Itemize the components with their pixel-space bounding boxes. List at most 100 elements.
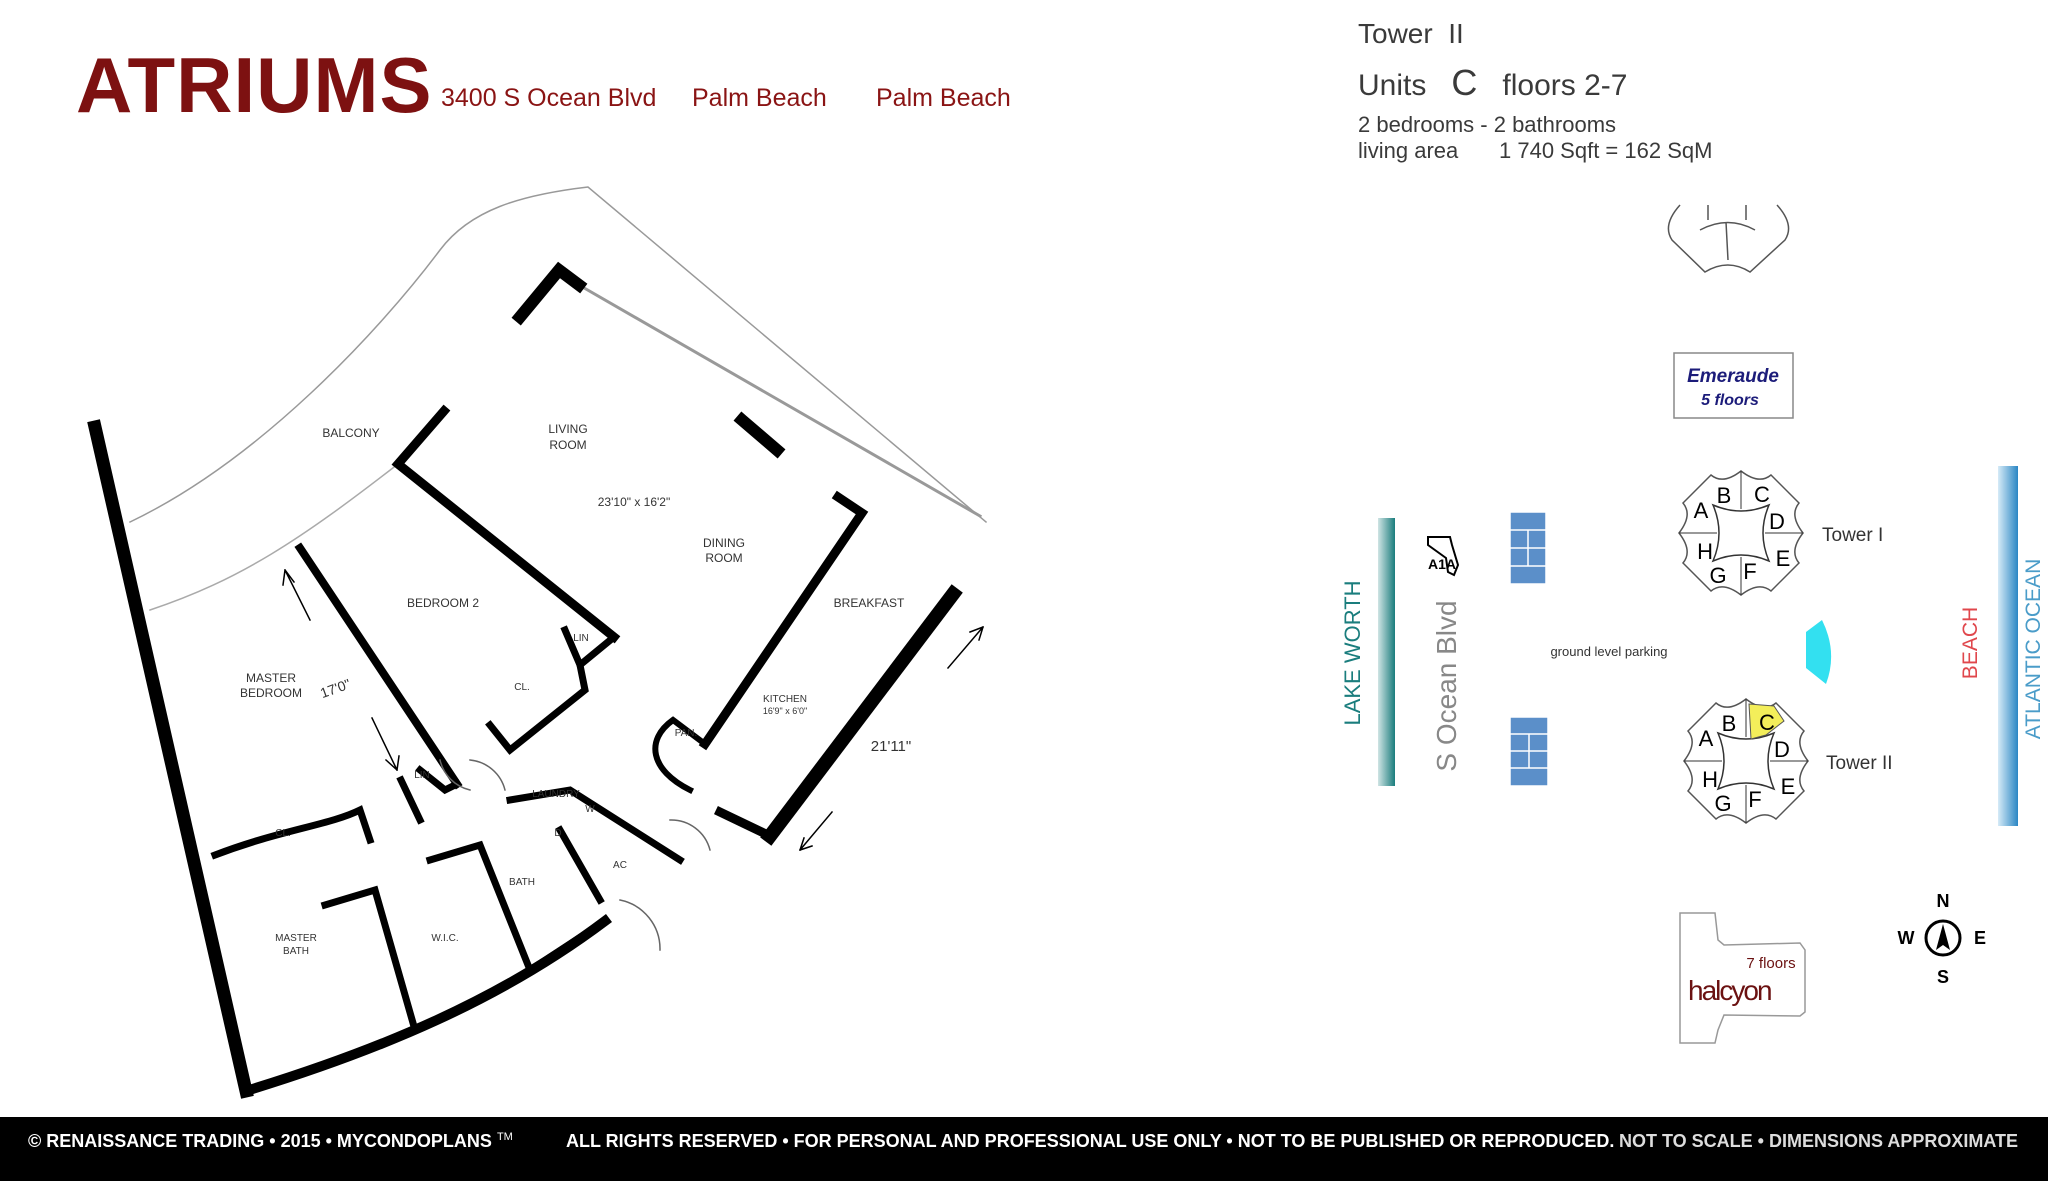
building-title: ATRIUMS	[76, 41, 433, 129]
living-label-2: ROOM	[549, 438, 586, 452]
footer-disclaimer: NOT TO SCALE • DIMENSIONS APPROXIMATE	[1619, 1131, 2018, 1151]
unit-f: F	[1743, 559, 1756, 584]
master-dimension: 17'0"	[318, 675, 353, 701]
emeraude-box	[1673, 352, 1794, 419]
balcony-label: BALCONY	[322, 426, 379, 440]
unit-a: A	[1694, 498, 1709, 523]
bath-label: BATH	[509, 877, 535, 888]
unit-h: H	[1702, 767, 1718, 792]
emeraude-label: Emeraude	[1687, 366, 1779, 387]
balcony-outline	[129, 186, 988, 524]
bedroom2-label: BEDROOM 2	[407, 596, 479, 610]
halcyon-floors: 7 floors	[1746, 955, 1795, 972]
unit-b: B	[1717, 483, 1732, 508]
trademark: TM	[496, 1131, 513, 1143]
unit-b: B	[1722, 711, 1737, 736]
master-bedroom-label: MASTER	[246, 671, 296, 685]
door-swings	[439, 759, 711, 951]
highlighted-unit-c	[1748, 703, 1785, 740]
halcyon-logo: halcyon	[1688, 975, 1771, 1006]
tennis-court-2	[1509, 716, 1549, 787]
emeraude-floors: 5 floors	[1701, 392, 1759, 409]
tower-1: A B C D E F G H	[1678, 470, 1804, 596]
master-bedroom-label-2: BEDROOM	[240, 686, 302, 700]
living-area-label: living area	[1358, 138, 1459, 163]
compass-e: E	[1974, 928, 1986, 948]
closet-label: CL.	[514, 682, 530, 693]
footer: © RENAISSANCE TRADING • 2015 • MYCONDOPL…	[0, 1117, 2048, 1181]
compass-n: N	[1937, 891, 1950, 911]
unit-d: D	[1774, 737, 1790, 762]
walls	[87, 261, 963, 1099]
pantry-label: PAN.	[675, 728, 698, 739]
pool	[1806, 620, 1832, 684]
balcony-inner	[149, 462, 400, 611]
footer-rights: ALL RIGHTS RESERVED • FOR PERSONAL AND P…	[566, 1131, 1615, 1151]
site-map: LAKE WORTH A1A S Ocean Blvd ground level…	[1340, 204, 2045, 1044]
closet-label-2: CL.	[275, 828, 291, 839]
ac-label: AC	[613, 860, 627, 871]
kitchen-label: KITCHEN	[763, 694, 807, 705]
unit-g: G	[1714, 791, 1731, 816]
window-line	[576, 282, 983, 519]
laundry-label: LAUNDRY	[532, 789, 580, 800]
units-label: Units	[1358, 69, 1427, 102]
unit-c: C	[1759, 710, 1775, 735]
tennis-court	[1509, 511, 1547, 585]
parking-label: ground level parking	[1550, 644, 1667, 659]
unit-g: G	[1709, 563, 1726, 588]
footer-copyright-text: © RENAISSANCE TRADING • 2015 • MYCONDOPL…	[28, 1131, 492, 1151]
floor-plan	[87, 186, 988, 1099]
footer-copyright: © RENAISSANCE TRADING • 2015 • MYCONDOPL…	[28, 1131, 513, 1152]
a1a-shield-icon: A1A	[1427, 536, 1460, 577]
tower-line: Tower II	[1358, 18, 1464, 50]
unit-e: E	[1781, 774, 1796, 799]
overall-dimension: 21'11"	[871, 738, 911, 755]
a1a-label: A1A	[1428, 556, 1456, 572]
unit-f: F	[1748, 787, 1761, 812]
beach-label: BEACH	[1959, 607, 1982, 679]
city-2: Palm Beach	[876, 84, 1011, 112]
dining-label: DINING	[703, 536, 745, 550]
compass-s: S	[1937, 967, 1949, 987]
tower-2-label: Tower II	[1826, 753, 1893, 774]
living-label: LIVING	[548, 422, 587, 436]
unit-h: H	[1697, 539, 1713, 564]
tower-1-label: Tower I	[1822, 525, 1883, 546]
ocean-label: ATLANTIC OCEAN	[2022, 559, 2045, 739]
kitchen-dimensions: 16'9" x 6'0"	[763, 706, 807, 716]
dining-label-2: ROOM	[705, 551, 742, 565]
washer-label: W	[585, 804, 595, 815]
lake-worth-label: LAKE WORTH	[1340, 580, 1365, 725]
room-labels: BALCONY LIVING ROOM 23'10" x 16'2" DININ…	[240, 422, 911, 957]
tower-2: A B C D E F G H	[1683, 698, 1809, 824]
dimension-arrows	[282, 568, 985, 852]
unit-c: C	[1754, 482, 1770, 507]
floors: floors 2-7	[1502, 69, 1628, 102]
address: 3400 S Ocean Blvd	[441, 84, 657, 112]
dryer-label: D	[554, 828, 561, 839]
units-line: Units C floors 2-7	[1358, 62, 1627, 104]
living-area-value: 1 740 Sqft = 162 SqM	[1499, 138, 1713, 163]
compass-icon: N S E W	[1898, 891, 1987, 987]
master-bath-label-2: BATH	[283, 946, 309, 957]
unit-e: E	[1776, 546, 1791, 571]
tower-label: Tower	[1358, 18, 1433, 49]
master-bath-label: MASTER	[275, 933, 317, 944]
linen-label-2: LIN	[414, 770, 430, 781]
unit-a: A	[1699, 726, 1714, 751]
wic-label: W.I.C.	[431, 933, 458, 944]
ocean-bar	[1998, 466, 2018, 826]
halcyon-building	[1679, 912, 1806, 1044]
units-value: C	[1451, 62, 1478, 103]
rooms: 2 bedrooms - 2 bathrooms	[1358, 112, 1617, 137]
neighbor-building-top	[1667, 204, 1790, 273]
city: Palm Beach	[692, 84, 827, 112]
compass-w: W	[1898, 928, 1915, 948]
unit-d: D	[1769, 509, 1785, 534]
road-label: S Ocean Blvd	[1431, 600, 1462, 771]
living-dimensions: 23'10" x 16'2"	[598, 495, 671, 509]
linen-label: LIN	[573, 633, 589, 644]
